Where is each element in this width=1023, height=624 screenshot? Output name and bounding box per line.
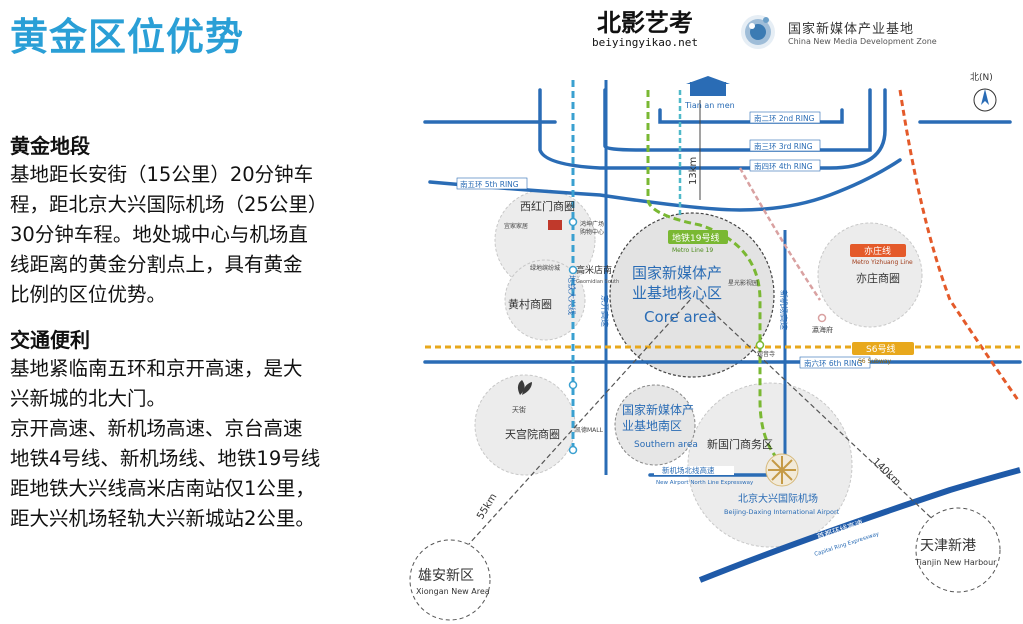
core-label-cn-1: 国家新媒体产 xyxy=(632,264,722,282)
text-line: 30分钟车程。地处城中心与机场直 xyxy=(10,223,308,246)
tianjin-label-en: Tianjin New Harbour xyxy=(914,558,997,567)
text-line: 兴新城的北大门。 xyxy=(10,387,167,410)
lvdi-label: 绿地缤纷城 xyxy=(530,264,560,272)
ikea-icon xyxy=(548,220,562,230)
metro-19-label: 地铁19号线 xyxy=(672,232,719,244)
yizhuang-line-label: 亦庄线 xyxy=(864,245,891,257)
xiongan-label-en: Xiongan New Area xyxy=(416,587,490,596)
text-line: 距地铁大兴线高米店南站仅1公里， xyxy=(10,477,315,500)
zone-name-cn: 国家新媒体产业基地 xyxy=(788,22,915,37)
haihui-label: 鸿坤广场 xyxy=(580,220,604,228)
tianjin-area xyxy=(915,507,1001,593)
page-title: 黄金区位优势 xyxy=(10,15,245,59)
zone-name-en: China New Media Development Zone xyxy=(788,37,937,46)
ring-6-label: 南六环 6th RING xyxy=(804,358,863,368)
station-marker xyxy=(568,217,578,227)
south-label-cn-1: 国家新媒体产 xyxy=(622,402,694,417)
airport-icon xyxy=(765,453,799,487)
tiananmen-label: Tian an men xyxy=(684,101,735,110)
section-heading-location: 黄金地段 xyxy=(10,134,90,158)
zone-title: 国家新媒体产业基地 China New Media Development Zo… xyxy=(788,18,937,46)
tianlu-label: 天街 xyxy=(512,405,526,414)
text-line: 京开高速、新机场高速、京台高速 xyxy=(10,417,303,440)
s6-line-label-en: S6 Subway xyxy=(858,358,892,365)
dist-line-55km xyxy=(449,299,691,566)
tiananmen-icon xyxy=(686,76,730,96)
ring-3-road xyxy=(603,88,872,152)
text-line: 线距离的黄金分割点上，具有黄金 xyxy=(10,253,303,276)
jingtai-line xyxy=(738,167,822,301)
airport-label-en: Beijing-Daxing International Airport xyxy=(724,508,840,516)
core-label-en: Core area xyxy=(644,308,717,326)
ring-5-label: 南五环 5th RING xyxy=(460,179,519,189)
core-area xyxy=(609,212,775,378)
guanyin-label: 观音寺 xyxy=(757,350,775,358)
xinguomen-label: 新国门商务区 xyxy=(707,437,773,451)
south-area xyxy=(614,384,696,466)
gaomidian-label: 高米店南 xyxy=(576,264,612,276)
south-label-cn-2: 业基地南区 xyxy=(622,418,682,433)
ring-4-label: 南四环 4th RING xyxy=(754,161,813,171)
mall-label: 凯德MALL xyxy=(575,426,604,434)
location-map: Tian an men 北(N) 南二环 2nd RING 南三环 3rd RI… xyxy=(409,72,1022,621)
dist-13km-label: 13km xyxy=(688,157,699,185)
airport-exp-label: 新机场高速 xyxy=(779,290,789,330)
text-panel: 黄金地段 基地距长安街（15公里）20分钟车 程，距北京大兴国际机场（25公里）… xyxy=(10,132,380,534)
text-line: 距大兴机场轻轨大兴新城站2公里。 xyxy=(10,507,315,530)
north-line-label-en: New Airport North Line Expressway xyxy=(656,480,754,486)
ring-4-road xyxy=(538,88,887,170)
text-line: 比例的区位优势。 xyxy=(10,283,167,306)
huangcun-area xyxy=(504,259,586,341)
ring-2-label: 南二环 2nd RING xyxy=(754,113,815,123)
ring-5-road xyxy=(428,158,902,212)
xiongan-area xyxy=(409,539,491,621)
s6-line-label: S6号线 xyxy=(866,343,895,355)
station-marker xyxy=(568,380,578,390)
text-line: 地铁4号线、新机场线、地铁19号线 xyxy=(10,447,321,470)
text-line: 基地紧临南五环和京开高速，是大 xyxy=(10,357,303,380)
dist-55km-label: 55km xyxy=(475,492,499,522)
tianjie-leaf-icon xyxy=(517,380,532,395)
zone-logo-icon xyxy=(738,12,778,56)
dist-140km-label: 140km xyxy=(870,456,903,488)
station-marker xyxy=(568,445,578,455)
tiangongyuan-label: 天宫院商圈 xyxy=(505,427,560,441)
dist-line-140km xyxy=(699,299,961,546)
yizhuang-label: 亦庄商圈 xyxy=(856,271,900,285)
daxing-line-label: 地铁大兴线 xyxy=(567,275,577,315)
brand-logo: 北影艺考 beiyingyikao.net xyxy=(592,10,698,49)
compass-label: 北(N) xyxy=(970,72,993,83)
south-label-en: Southern area xyxy=(634,440,698,450)
xihongmen-label: 西红门商圈 xyxy=(520,199,575,213)
yizhuang-line-label-en: Metro Yizhuang Line xyxy=(852,259,913,266)
tianjin-label-cn: 天津新港 xyxy=(920,538,976,554)
xiongan-label-cn: 雄安新区 xyxy=(418,568,474,584)
ring-3-label: 南三环 3rd RING xyxy=(754,141,813,151)
text-line: 基地距长安街（15公里）20分钟车 xyxy=(10,163,314,186)
haihui-label-2: 购物中心 xyxy=(580,228,604,236)
metro-19-label-en: Metro Line 19 xyxy=(672,247,713,254)
core-label-cn-2: 业基地核心区 xyxy=(632,284,722,302)
jingkai-label: 京开高速 xyxy=(600,295,610,327)
station-marker xyxy=(755,340,765,350)
yizhuang-metro-line xyxy=(898,89,1020,401)
huangcun-label: 黄村商圈 xyxy=(508,297,552,311)
gaomidian-label-en: Gaomidian South xyxy=(576,279,619,285)
section-heading-transport: 交通便利 xyxy=(10,328,90,352)
tiangongyuan-area xyxy=(474,374,576,476)
text-line: 程，距北京大兴国际机场（25公里） xyxy=(10,193,328,216)
station-marker xyxy=(817,313,827,323)
compass-icon xyxy=(973,88,997,112)
capital-ring-road xyxy=(698,467,1021,583)
station-marker xyxy=(568,265,578,275)
yinghai-label: 瀛海府 xyxy=(812,325,833,334)
jiahui-label: 宜家家居 xyxy=(504,222,528,230)
north-line-label: 新机场北线高速 xyxy=(662,465,715,475)
xinghui-label: 星光影视园 xyxy=(728,279,758,287)
brand-logo-text: 北影艺考 xyxy=(596,9,693,37)
airport-label-cn: 北京大兴国际机场 xyxy=(738,492,818,505)
brand-logo-url: beiyingyikao.net xyxy=(592,36,698,49)
metro-19-line xyxy=(646,90,791,472)
